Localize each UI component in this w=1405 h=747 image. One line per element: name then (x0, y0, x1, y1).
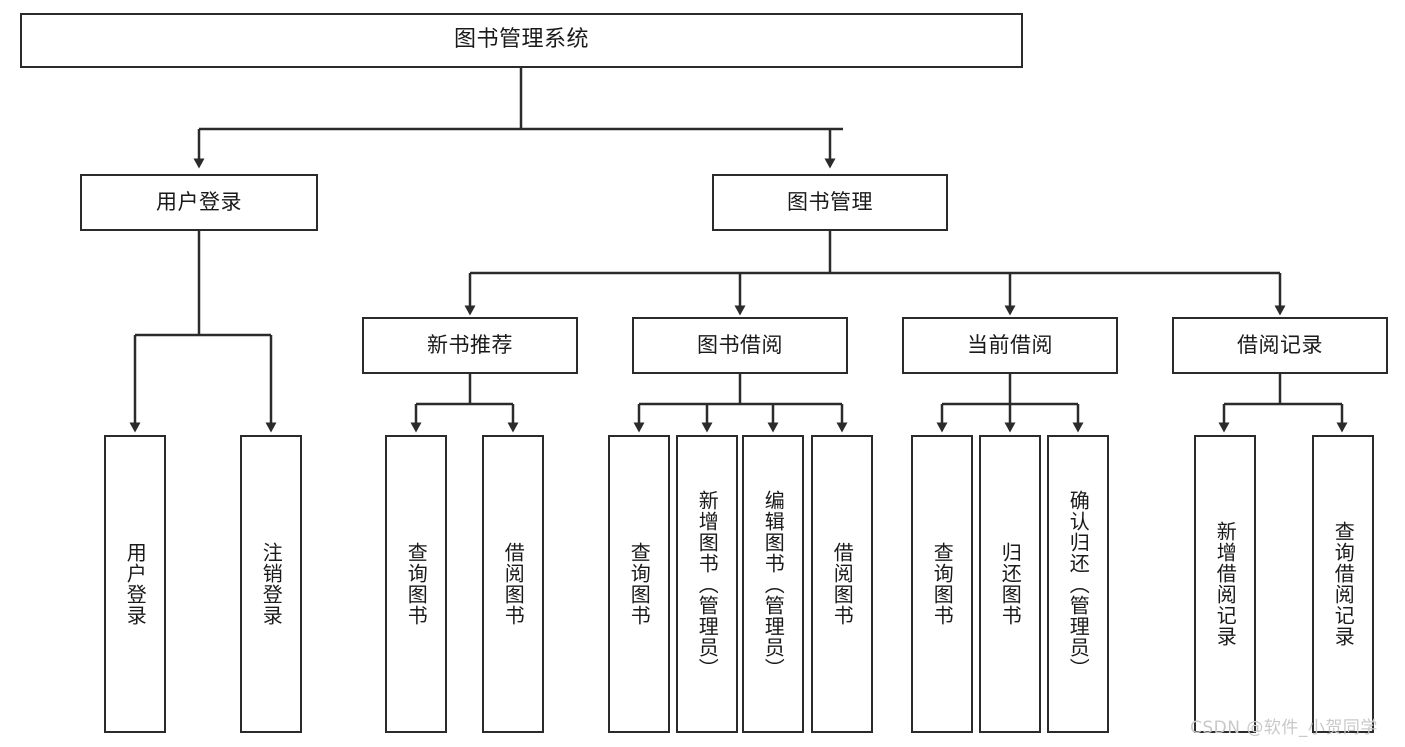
leaf-confirm-return-admin[interactable]: 确认归还（管理员） (1047, 435, 1109, 733)
node-borrow-records[interactable]: 借阅记录 (1172, 317, 1388, 374)
node-label: 图书管理系统 (453, 27, 589, 53)
node-label: 借阅记录 (1237, 332, 1323, 357)
node-label: 编辑图书（管理员） (761, 489, 786, 679)
node-label: 新书推荐 (427, 332, 513, 357)
node-book-management[interactable]: 图书管理 (712, 174, 948, 231)
leaf-logout[interactable]: 注销登录 (240, 435, 302, 733)
leaf-borrow-book[interactable]: 借阅图书 (811, 435, 873, 733)
node-label: 借阅图书 (830, 542, 855, 626)
node-current-borrow[interactable]: 当前借阅 (902, 317, 1118, 374)
node-label: 查询图书 (404, 542, 429, 626)
node-label: 查询图书 (627, 542, 652, 626)
node-label: 归还图书 (998, 542, 1023, 626)
csdn-watermark: CSDN @软件_小贺同学 (1190, 718, 1378, 738)
leaf-query-book-borrow[interactable]: 查询图书 (608, 435, 670, 733)
leaf-add-book-admin[interactable]: 新增图书（管理员） (676, 435, 738, 733)
node-label: 用户登录 (123, 542, 148, 626)
node-label: 新增借阅记录 (1213, 521, 1238, 647)
node-book-borrow[interactable]: 图书借阅 (632, 317, 848, 374)
leaf-borrow-book-recommend[interactable]: 借阅图书 (482, 435, 544, 733)
node-label: 图书借阅 (697, 332, 783, 357)
node-label: 新增图书（管理员） (695, 489, 720, 679)
node-new-book-recommend[interactable]: 新书推荐 (362, 317, 578, 374)
node-label: 查询图书 (930, 542, 955, 626)
node-label: 用户登录 (156, 189, 242, 214)
leaf-add-borrow-record[interactable]: 新增借阅记录 (1194, 435, 1256, 733)
leaf-return-book[interactable]: 归还图书 (979, 435, 1041, 733)
node-label: 当前借阅 (967, 332, 1053, 357)
node-label: 借阅图书 (501, 542, 526, 626)
leaf-query-book-current[interactable]: 查询图书 (911, 435, 973, 733)
leaf-edit-book-admin[interactable]: 编辑图书（管理员） (742, 435, 804, 733)
node-label: 查询借阅记录 (1331, 521, 1356, 647)
leaf-user-login[interactable]: 用户登录 (104, 435, 166, 733)
leaf-query-borrow-record[interactable]: 查询借阅记录 (1312, 435, 1374, 733)
node-user-login[interactable]: 用户登录 (80, 174, 318, 231)
node-root-system[interactable]: 图书管理系统 (20, 13, 1023, 68)
leaf-query-book-recommend[interactable]: 查询图书 (385, 435, 447, 733)
node-label: 确认归还（管理员） (1066, 489, 1091, 679)
node-label: 图书管理 (787, 189, 873, 214)
node-label: 注销登录 (259, 542, 284, 626)
